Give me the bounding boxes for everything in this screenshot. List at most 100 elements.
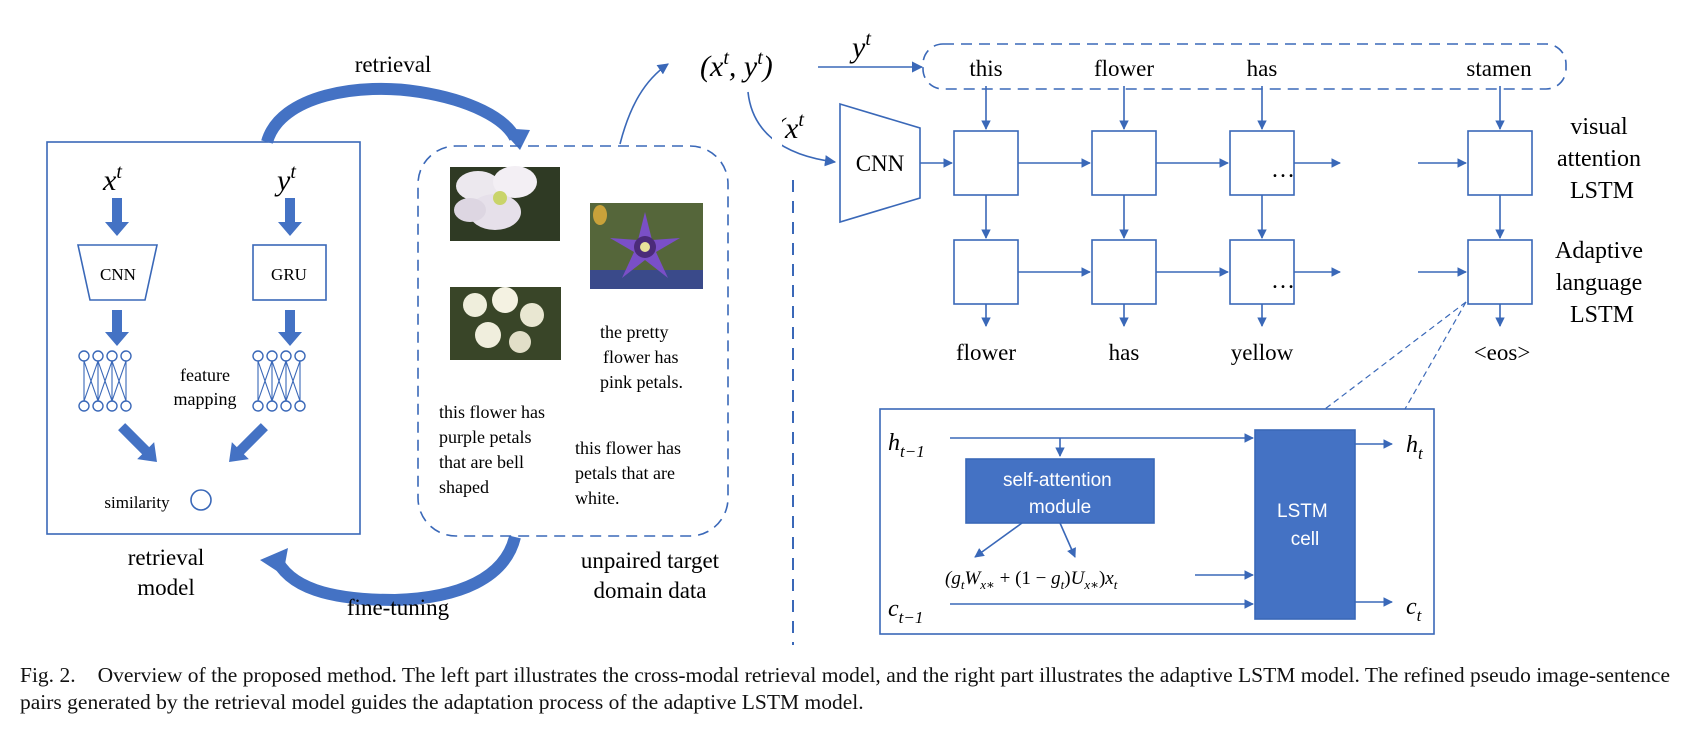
image-feature-network bbox=[78, 350, 132, 412]
flower-image-cream bbox=[450, 287, 561, 360]
unpaired-target-data: the pretty flower has pink petals. this … bbox=[417, 145, 729, 603]
pair-label: (xt, yt) bbox=[700, 47, 773, 83]
gru-encoder-shape bbox=[252, 244, 327, 301]
x-input-label: xt bbox=[102, 161, 122, 197]
network-node bbox=[252, 350, 264, 362]
output-word-has: has bbox=[1109, 340, 1140, 365]
network-node bbox=[92, 400, 104, 412]
method-overview-diagram: xt yt CNN GRU feature mapping similarity… bbox=[46, 28, 1649, 645]
output-word-flower: flower bbox=[956, 340, 1016, 365]
fine-tuning-arrowhead bbox=[260, 548, 288, 575]
attention-right-arrow bbox=[1059, 522, 1076, 558]
sentence-pink: the pretty flower has pink petals. bbox=[600, 322, 683, 392]
retrieval-model: xt yt CNN GRU feature mapping similarity… bbox=[46, 141, 361, 600]
network-node bbox=[266, 400, 278, 412]
network-node bbox=[92, 350, 104, 362]
retrieval-arrow-curve bbox=[261, 82, 521, 145]
text-to-similarity-arrow bbox=[229, 423, 268, 462]
lstm-cell bbox=[1254, 429, 1356, 620]
fine-tuning-arrow-curve bbox=[269, 535, 521, 607]
c-t-label: ct bbox=[1406, 594, 1423, 625]
network-node bbox=[252, 400, 264, 412]
y-input-label: yt bbox=[274, 161, 296, 197]
top-ellipsis: … bbox=[1271, 157, 1295, 183]
target-data-frame bbox=[417, 145, 729, 537]
retrieval-model-caption-1: retrieval bbox=[128, 545, 205, 570]
right-cnn-label: CNN bbox=[856, 151, 905, 176]
network-connection bbox=[111, 360, 127, 402]
flower-image-purple bbox=[590, 203, 703, 289]
network-node bbox=[106, 400, 118, 412]
sentence-purple: this flower has purple petals that are b… bbox=[439, 402, 549, 497]
output-word-yellow: yellow bbox=[1231, 340, 1294, 365]
language-lstm-cell bbox=[1467, 239, 1533, 305]
image-to-similarity-arrow bbox=[118, 423, 157, 462]
network-connection bbox=[97, 360, 113, 402]
cnn-encoder-shape bbox=[77, 244, 158, 301]
visual-attention-lstm-label: visual attention LSTM bbox=[1557, 114, 1647, 204]
retrieval-label: retrieval bbox=[355, 52, 432, 77]
network-connection bbox=[257, 360, 273, 402]
input-words-frame bbox=[922, 43, 1567, 90]
retrieval-model-frame bbox=[46, 141, 361, 535]
visual-lstm-cell bbox=[1091, 130, 1157, 196]
adaptive-language-lstm-label: Adaptive language LSTM bbox=[1555, 238, 1649, 328]
language-lstm-cell bbox=[1091, 239, 1157, 305]
cnn-label: CNN bbox=[100, 265, 136, 284]
self-attention-label: self-attention module bbox=[1003, 470, 1117, 518]
network-node bbox=[280, 350, 292, 362]
attention-left-arrow bbox=[974, 522, 1023, 558]
sentence-white: this flower has petals that are white. bbox=[575, 438, 685, 508]
self-attention-module bbox=[965, 458, 1155, 524]
fine-tuning-label: fine-tuning bbox=[347, 595, 450, 620]
network-node bbox=[78, 400, 90, 412]
figure-caption: Fig. 2.Overview of the proposed method. … bbox=[20, 662, 1670, 716]
network-node bbox=[294, 400, 306, 412]
data-to-pair-arrow bbox=[619, 63, 669, 145]
cnn-down-arrow bbox=[105, 310, 129, 346]
gru-label: GRU bbox=[271, 265, 307, 284]
input-word-this: this bbox=[969, 56, 1002, 81]
feature-label: feature bbox=[180, 365, 230, 385]
gru-down-arrow bbox=[278, 310, 302, 346]
lstm-grid bbox=[920, 86, 1533, 327]
mapping-label: mapping bbox=[174, 389, 237, 409]
similarity-label: similarity bbox=[104, 493, 170, 512]
y-down-arrow bbox=[278, 198, 302, 236]
network-node bbox=[294, 350, 306, 362]
network-connection bbox=[83, 360, 99, 402]
input-word-flower: flower bbox=[1094, 56, 1154, 81]
h-prev-label: ht−1 bbox=[888, 430, 925, 461]
zoom-line-left bbox=[1324, 301, 1467, 410]
gating-formula-source: (g_t W_{x*} + (1 − g_t) U_{x*}) x_t bbox=[945, 638, 961, 641]
bottom-ellipsis: … bbox=[1271, 268, 1295, 294]
network-node bbox=[266, 350, 278, 362]
similarity-node bbox=[190, 489, 212, 511]
network-node bbox=[78, 350, 90, 362]
network-node bbox=[106, 350, 118, 362]
x-down-arrow bbox=[105, 198, 129, 236]
retrieval-model-caption-2: model bbox=[137, 575, 195, 600]
figure-label: Fig. 2. bbox=[20, 663, 76, 687]
network-node bbox=[120, 400, 132, 412]
target-data-caption-2: domain data bbox=[593, 578, 706, 603]
right-cnn-shape bbox=[839, 102, 921, 224]
gating-formula: (gtWx∗ + (1 − gt)Ux∗)xt bbox=[945, 568, 1118, 592]
network-node bbox=[120, 350, 132, 362]
network-node bbox=[280, 400, 292, 412]
right-y-label: yt bbox=[849, 28, 871, 64]
input-word-stamen: stamen bbox=[1466, 56, 1532, 81]
input-word-has: has bbox=[1247, 56, 1278, 81]
network-connection bbox=[271, 360, 287, 402]
network-connection bbox=[285, 360, 301, 402]
visual-lstm-cell bbox=[1467, 130, 1533, 196]
flower-image-white bbox=[450, 166, 560, 241]
figure-caption-text: Overview of the proposed method. The lef… bbox=[20, 663, 1671, 714]
zoom-line-right bbox=[1404, 301, 1467, 410]
retrieval-arrowhead bbox=[500, 128, 530, 150]
c-prev-label: ct−1 bbox=[888, 596, 923, 627]
text-feature-network bbox=[252, 350, 306, 412]
adaptive-lstm-model: (xt, yt) yt (xt this flower has stamen C… bbox=[700, 28, 1649, 641]
paren-mask bbox=[772, 112, 782, 146]
h-t-label: ht bbox=[1406, 432, 1424, 463]
